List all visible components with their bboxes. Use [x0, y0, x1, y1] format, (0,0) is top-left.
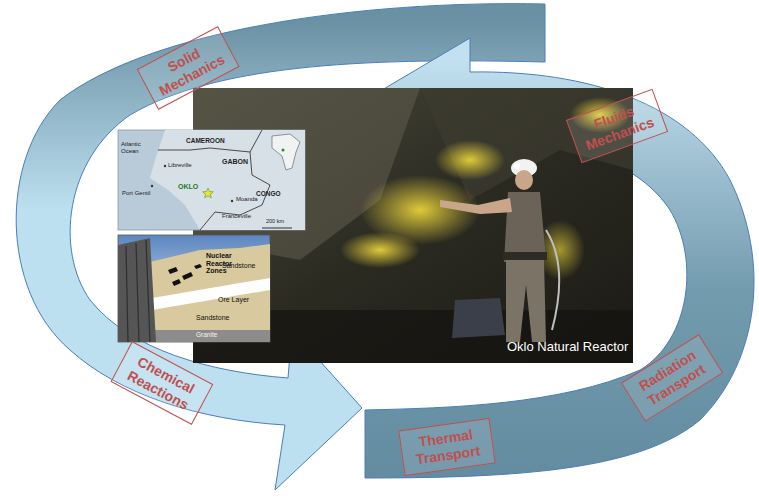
town-dot: [164, 165, 166, 167]
section-sky: [118, 235, 270, 342]
map-label: CONGO: [256, 190, 281, 197]
map-label: 200 km: [266, 218, 284, 224]
physics-label: Chemical Reactions: [120, 350, 205, 416]
person-figure: [440, 159, 559, 342]
oklo-star: [203, 188, 214, 198]
map-sea: [118, 130, 305, 230]
map-label: Granite: [196, 331, 217, 338]
map-label: Moanda: [236, 196, 258, 203]
cross-section: [118, 235, 270, 342]
map-label: Atlantic Ocean: [121, 141, 153, 154]
town-dot: [151, 185, 153, 187]
map-label: Sandstone: [222, 262, 255, 270]
map-label: Sandstone: [196, 314, 229, 322]
fault-lines: [126, 240, 150, 342]
map-label: Ore Layer: [218, 296, 249, 304]
sandstone-layer: [150, 244, 270, 342]
country-border: [158, 148, 270, 230]
arm: [440, 198, 512, 214]
africa-outline: [272, 134, 300, 170]
map-label: CAMEROON: [186, 137, 225, 144]
uranium-ore: [340, 232, 420, 268]
map-label: Franceville: [222, 213, 251, 220]
map-label: Libreville: [168, 162, 192, 169]
location-map: [118, 130, 305, 230]
photo-caption: Oklo Natural Reactor: [507, 340, 628, 354]
reactor-zones: [168, 264, 202, 286]
granite-base: [150, 330, 270, 342]
scale-bar: [262, 228, 292, 229]
map-land: [150, 130, 305, 230]
belt: [503, 252, 547, 260]
map-label: OKLO: [178, 183, 198, 191]
country-border: [250, 130, 262, 152]
town-dot: [231, 200, 233, 202]
bag: [452, 298, 505, 338]
cable: [546, 230, 559, 330]
granite-block: [118, 238, 156, 342]
map-label: Port Gentil: [122, 190, 152, 197]
ore-layer: [152, 278, 270, 310]
gabon-mark: [282, 149, 285, 152]
physics-label: Thermal Transport: [406, 425, 488, 469]
map-label: GABON: [222, 158, 248, 166]
head: [515, 170, 533, 190]
uranium-ore: [435, 140, 505, 180]
headlamp: [514, 163, 520, 169]
legs: [506, 260, 546, 342]
